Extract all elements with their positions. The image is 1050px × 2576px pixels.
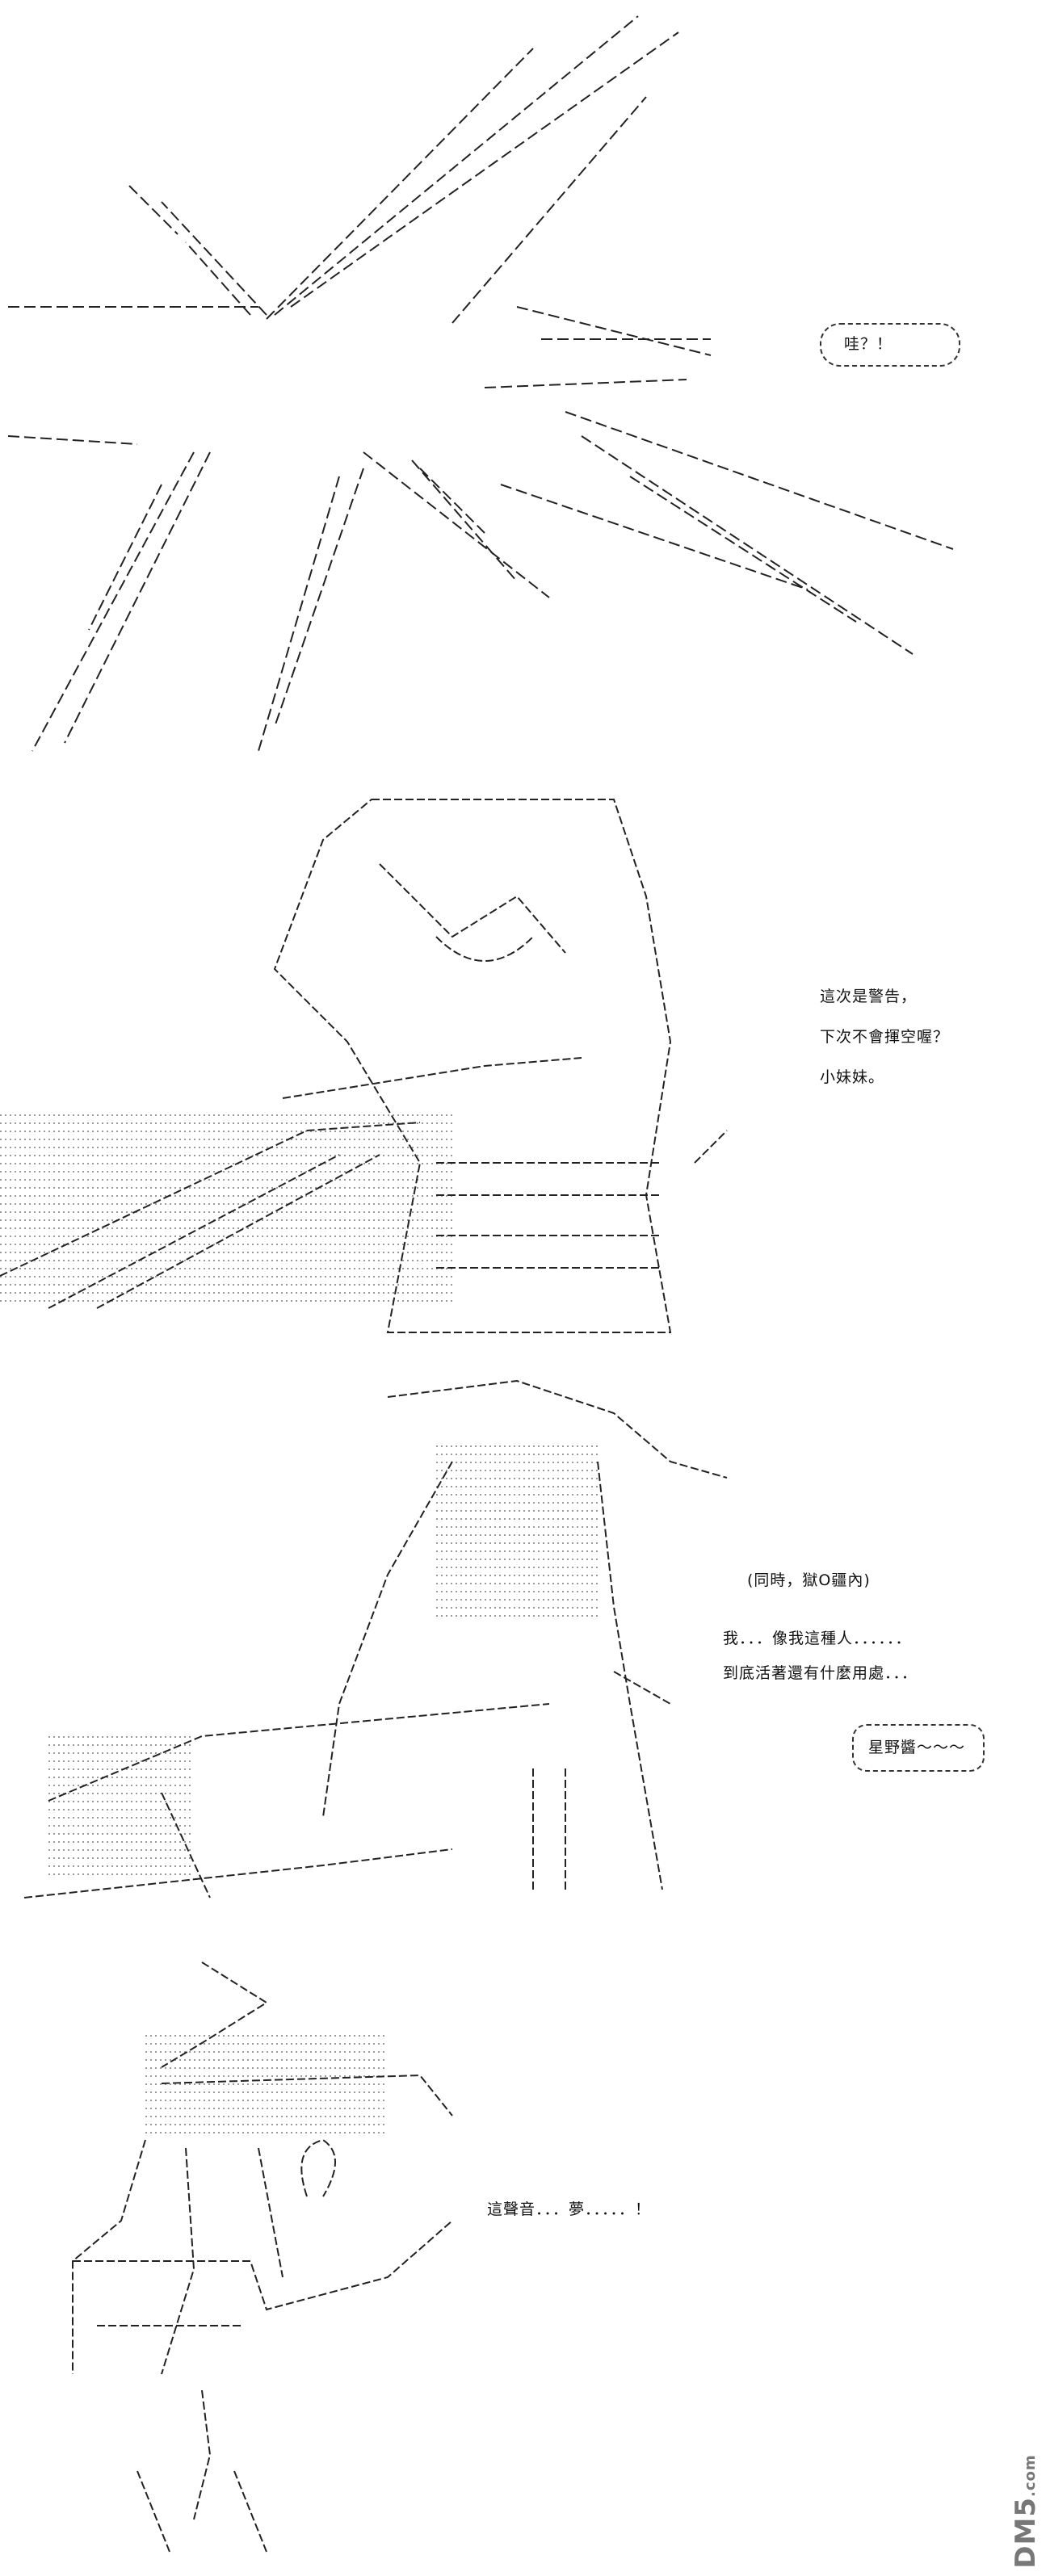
- dialogue-wa: 哇？！: [844, 335, 893, 353]
- speech-bubble: [852, 1724, 985, 1772]
- panel-2-character-art: [0, 799, 728, 1333]
- dialogue-next-time: 下次不會揮空喔？: [820, 1028, 950, 1046]
- scene-caption: (同時，獄O疆內): [747, 1571, 871, 1589]
- panel-4-character-art: [72, 1961, 453, 2553]
- dialogue-this-voice: 這聲音．．．夢．．．．．！: [487, 2201, 652, 2218]
- dialogue-what-use: 到底活著還有什麼用處．．．: [723, 1664, 918, 1682]
- dialogue-little-sister: 小妹妹。: [820, 1068, 885, 1086]
- panel-3-character-art: [23, 1379, 728, 1898]
- exclamation-bubble: [820, 323, 960, 367]
- watermark-brand: DM5: [1010, 2496, 1042, 2569]
- dialogue-warning: 這次是警告，: [820, 988, 918, 1005]
- watermark-suffix: .com: [1022, 2454, 1039, 2497]
- dialogue-people-like-me: 我．．．像我這種人．．．．．．: [723, 1630, 912, 1647]
- watermark-logo: DM5.com: [1010, 2447, 1042, 2576]
- dialogue-hoshino: 星野醬～～～: [868, 1739, 966, 1756]
- panel-1-slash-art: [7, 15, 954, 752]
